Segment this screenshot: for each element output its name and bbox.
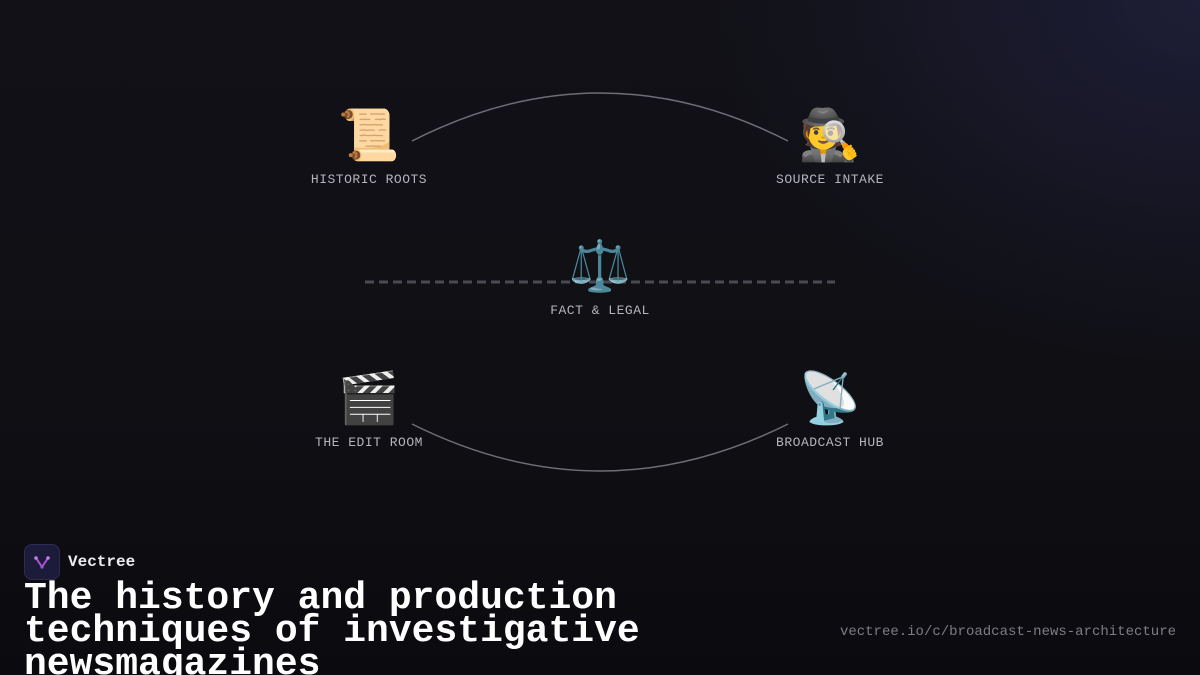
node-label: SOURCE INTAKE	[776, 172, 884, 187]
node-broadcast-hub: 📡 BROADCAST HUB	[776, 369, 884, 450]
brand-name: Vectree	[68, 553, 136, 571]
node-edit-room: 🎬 THE EDIT ROOM	[315, 369, 423, 450]
connector-historic-to-source	[411, 92, 789, 142]
node-label: HISTORIC ROOTS	[310, 172, 428, 187]
detective-icon: 🕵️	[798, 106, 862, 164]
node-label: FACT & LEGAL	[550, 303, 650, 318]
connector-edit-to-broadcast	[411, 423, 789, 472]
source-url[interactable]: vectree.io/c/broadcast-news-architecture	[839, 624, 1176, 640]
page-title: The history and production techniques of…	[24, 577, 640, 675]
node-label: THE EDIT ROOM	[315, 435, 423, 450]
balance-scale-icon: ⚖️	[568, 237, 632, 295]
scroll-icon: 📜	[337, 106, 401, 164]
brand[interactable]: Vectree	[24, 544, 135, 580]
node-source-intake: 🕵️ SOURCE INTAKE	[776, 106, 884, 187]
clapperboard-icon: 🎬	[337, 369, 401, 427]
vectree-logo-icon	[24, 544, 60, 580]
node-fact-legal: ⚖️ FACT & LEGAL	[550, 237, 650, 318]
node-label: BROADCAST HUB	[776, 435, 884, 450]
node-historic-roots: 📜 HISTORIC ROOTS	[311, 106, 427, 187]
satellite-dish-icon: 📡	[798, 369, 862, 427]
